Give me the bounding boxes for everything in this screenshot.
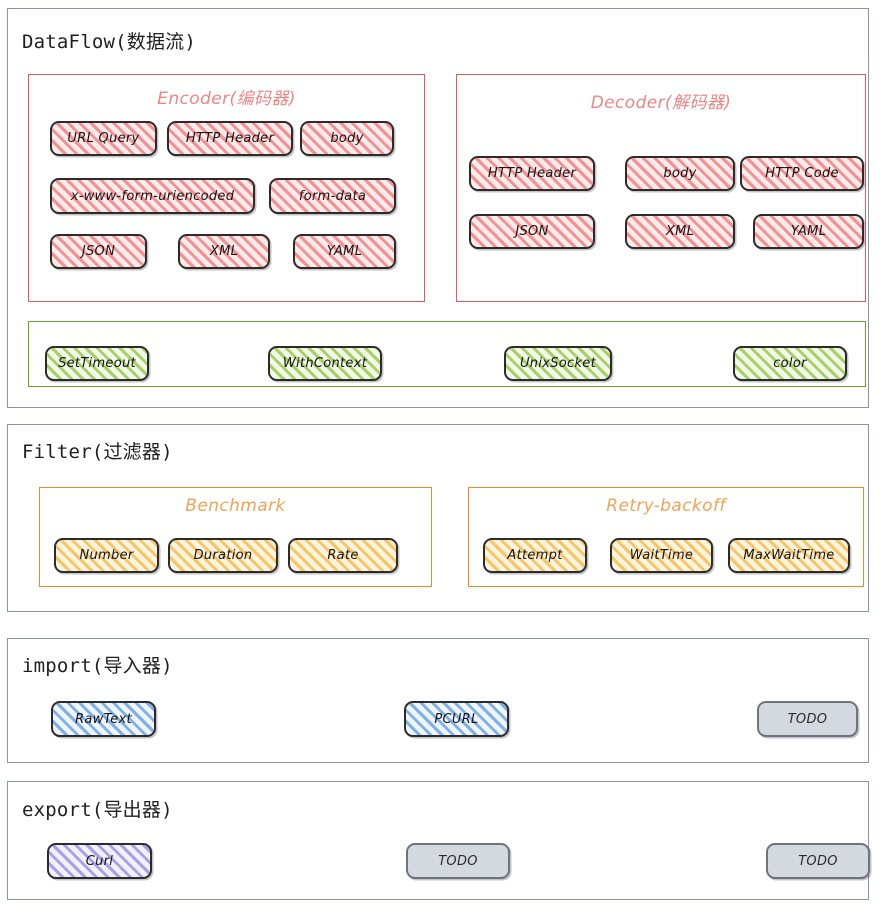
- group-title-retry-backoff: Retry-backoff: [606, 496, 726, 516]
- chip-pcurl[interactable]: PCURL: [404, 701, 509, 737]
- section-title-import: import(导入器): [22, 655, 173, 677]
- chip-label: form-data: [298, 188, 367, 204]
- chip-label: PCURL: [434, 711, 479, 727]
- chip-yaml-decoder[interactable]: YAML: [753, 214, 864, 249]
- chip-label: UnixSocket: [519, 356, 597, 371]
- chip-set-timeout[interactable]: SetTimeout: [45, 346, 149, 381]
- chip-label: XML: [665, 224, 695, 239]
- chip-curl[interactable]: Curl: [47, 843, 152, 879]
- chip-label: HTTP Header: [185, 131, 275, 146]
- section-title-dataflow: DataFlow(数据流): [22, 31, 196, 53]
- chip-body-decoder[interactable]: body: [625, 156, 735, 191]
- chip-http-header-decoder[interactable]: HTTP Header: [469, 156, 595, 191]
- chip-todo-export-2[interactable]: TODO: [766, 843, 870, 879]
- chip-label: WithContext: [282, 356, 368, 371]
- chip-label: body: [330, 131, 364, 146]
- chip-attempt[interactable]: Attempt: [483, 538, 587, 573]
- chip-label: body: [663, 166, 697, 181]
- chip-label: TODO: [798, 853, 838, 869]
- chip-label: URL Query: [67, 131, 140, 146]
- chip-label: JSON: [515, 224, 549, 239]
- chip-todo-export-1[interactable]: TODO: [406, 843, 510, 879]
- chip-label: RawText: [75, 711, 132, 727]
- chip-label: XML: [209, 244, 239, 259]
- chip-label: Curl: [85, 853, 114, 869]
- chip-label: YAML: [326, 244, 363, 259]
- chip-label: SetTimeout: [58, 356, 136, 371]
- chip-label: YAML: [790, 224, 827, 239]
- chip-url-query[interactable]: URL Query: [50, 121, 157, 156]
- chip-http-header-encoder[interactable]: HTTP Header: [167, 121, 293, 156]
- chip-form-data[interactable]: form-data: [269, 178, 396, 214]
- chip-xml-decoder[interactable]: XML: [625, 214, 735, 249]
- section-title-filter: Filter(过滤器): [22, 441, 173, 463]
- group-title-encoder: Encoder(编码器): [157, 89, 296, 109]
- chip-label: Duration: [193, 548, 253, 563]
- chip-json-decoder[interactable]: JSON: [469, 214, 595, 249]
- chip-label: HTTP Header: [487, 166, 577, 181]
- chip-label: WaitTime: [629, 548, 694, 563]
- chip-label: TODO: [438, 853, 478, 869]
- chip-label: Attempt: [507, 548, 563, 563]
- chip-raw-text[interactable]: RawText: [51, 701, 156, 737]
- chip-todo-import[interactable]: TODO: [757, 701, 858, 737]
- chip-rate[interactable]: Rate: [288, 538, 398, 573]
- chip-label: Rate: [327, 548, 359, 563]
- chip-label: MaxWaitTime: [743, 548, 835, 563]
- group-title-benchmark: Benchmark: [185, 496, 286, 516]
- chip-http-code-decoder[interactable]: HTTP Code: [740, 156, 864, 191]
- chip-color[interactable]: color: [733, 346, 847, 381]
- chip-label: x-www-form-uriencoded: [70, 188, 235, 204]
- chip-with-context[interactable]: WithContext: [268, 346, 382, 381]
- section-export: [7, 781, 869, 900]
- chip-number[interactable]: Number: [54, 538, 159, 573]
- chip-max-wait-time[interactable]: MaxWaitTime: [728, 538, 850, 573]
- chip-label: TODO: [787, 711, 828, 727]
- chip-yaml-encoder[interactable]: YAML: [293, 234, 396, 269]
- chip-label: Number: [79, 548, 134, 563]
- chip-label: JSON: [81, 244, 116, 259]
- chip-json-encoder[interactable]: JSON: [50, 234, 147, 269]
- group-options: [28, 321, 866, 387]
- section-title-export: export(导出器): [22, 799, 173, 821]
- chip-label: HTTP Code: [765, 166, 839, 181]
- chip-wait-time[interactable]: WaitTime: [610, 538, 713, 573]
- group-title-decoder: Decoder(解码器): [590, 93, 732, 113]
- chip-xml-encoder[interactable]: XML: [178, 234, 270, 269]
- chip-duration[interactable]: Duration: [168, 538, 278, 573]
- chip-label: color: [773, 356, 807, 371]
- chip-unix-socket[interactable]: UnixSocket: [504, 346, 612, 381]
- chip-x-www-form-uriencoded[interactable]: x-www-form-uriencoded: [50, 178, 255, 214]
- section-import: [7, 638, 869, 763]
- chip-body-encoder[interactable]: body: [300, 121, 394, 156]
